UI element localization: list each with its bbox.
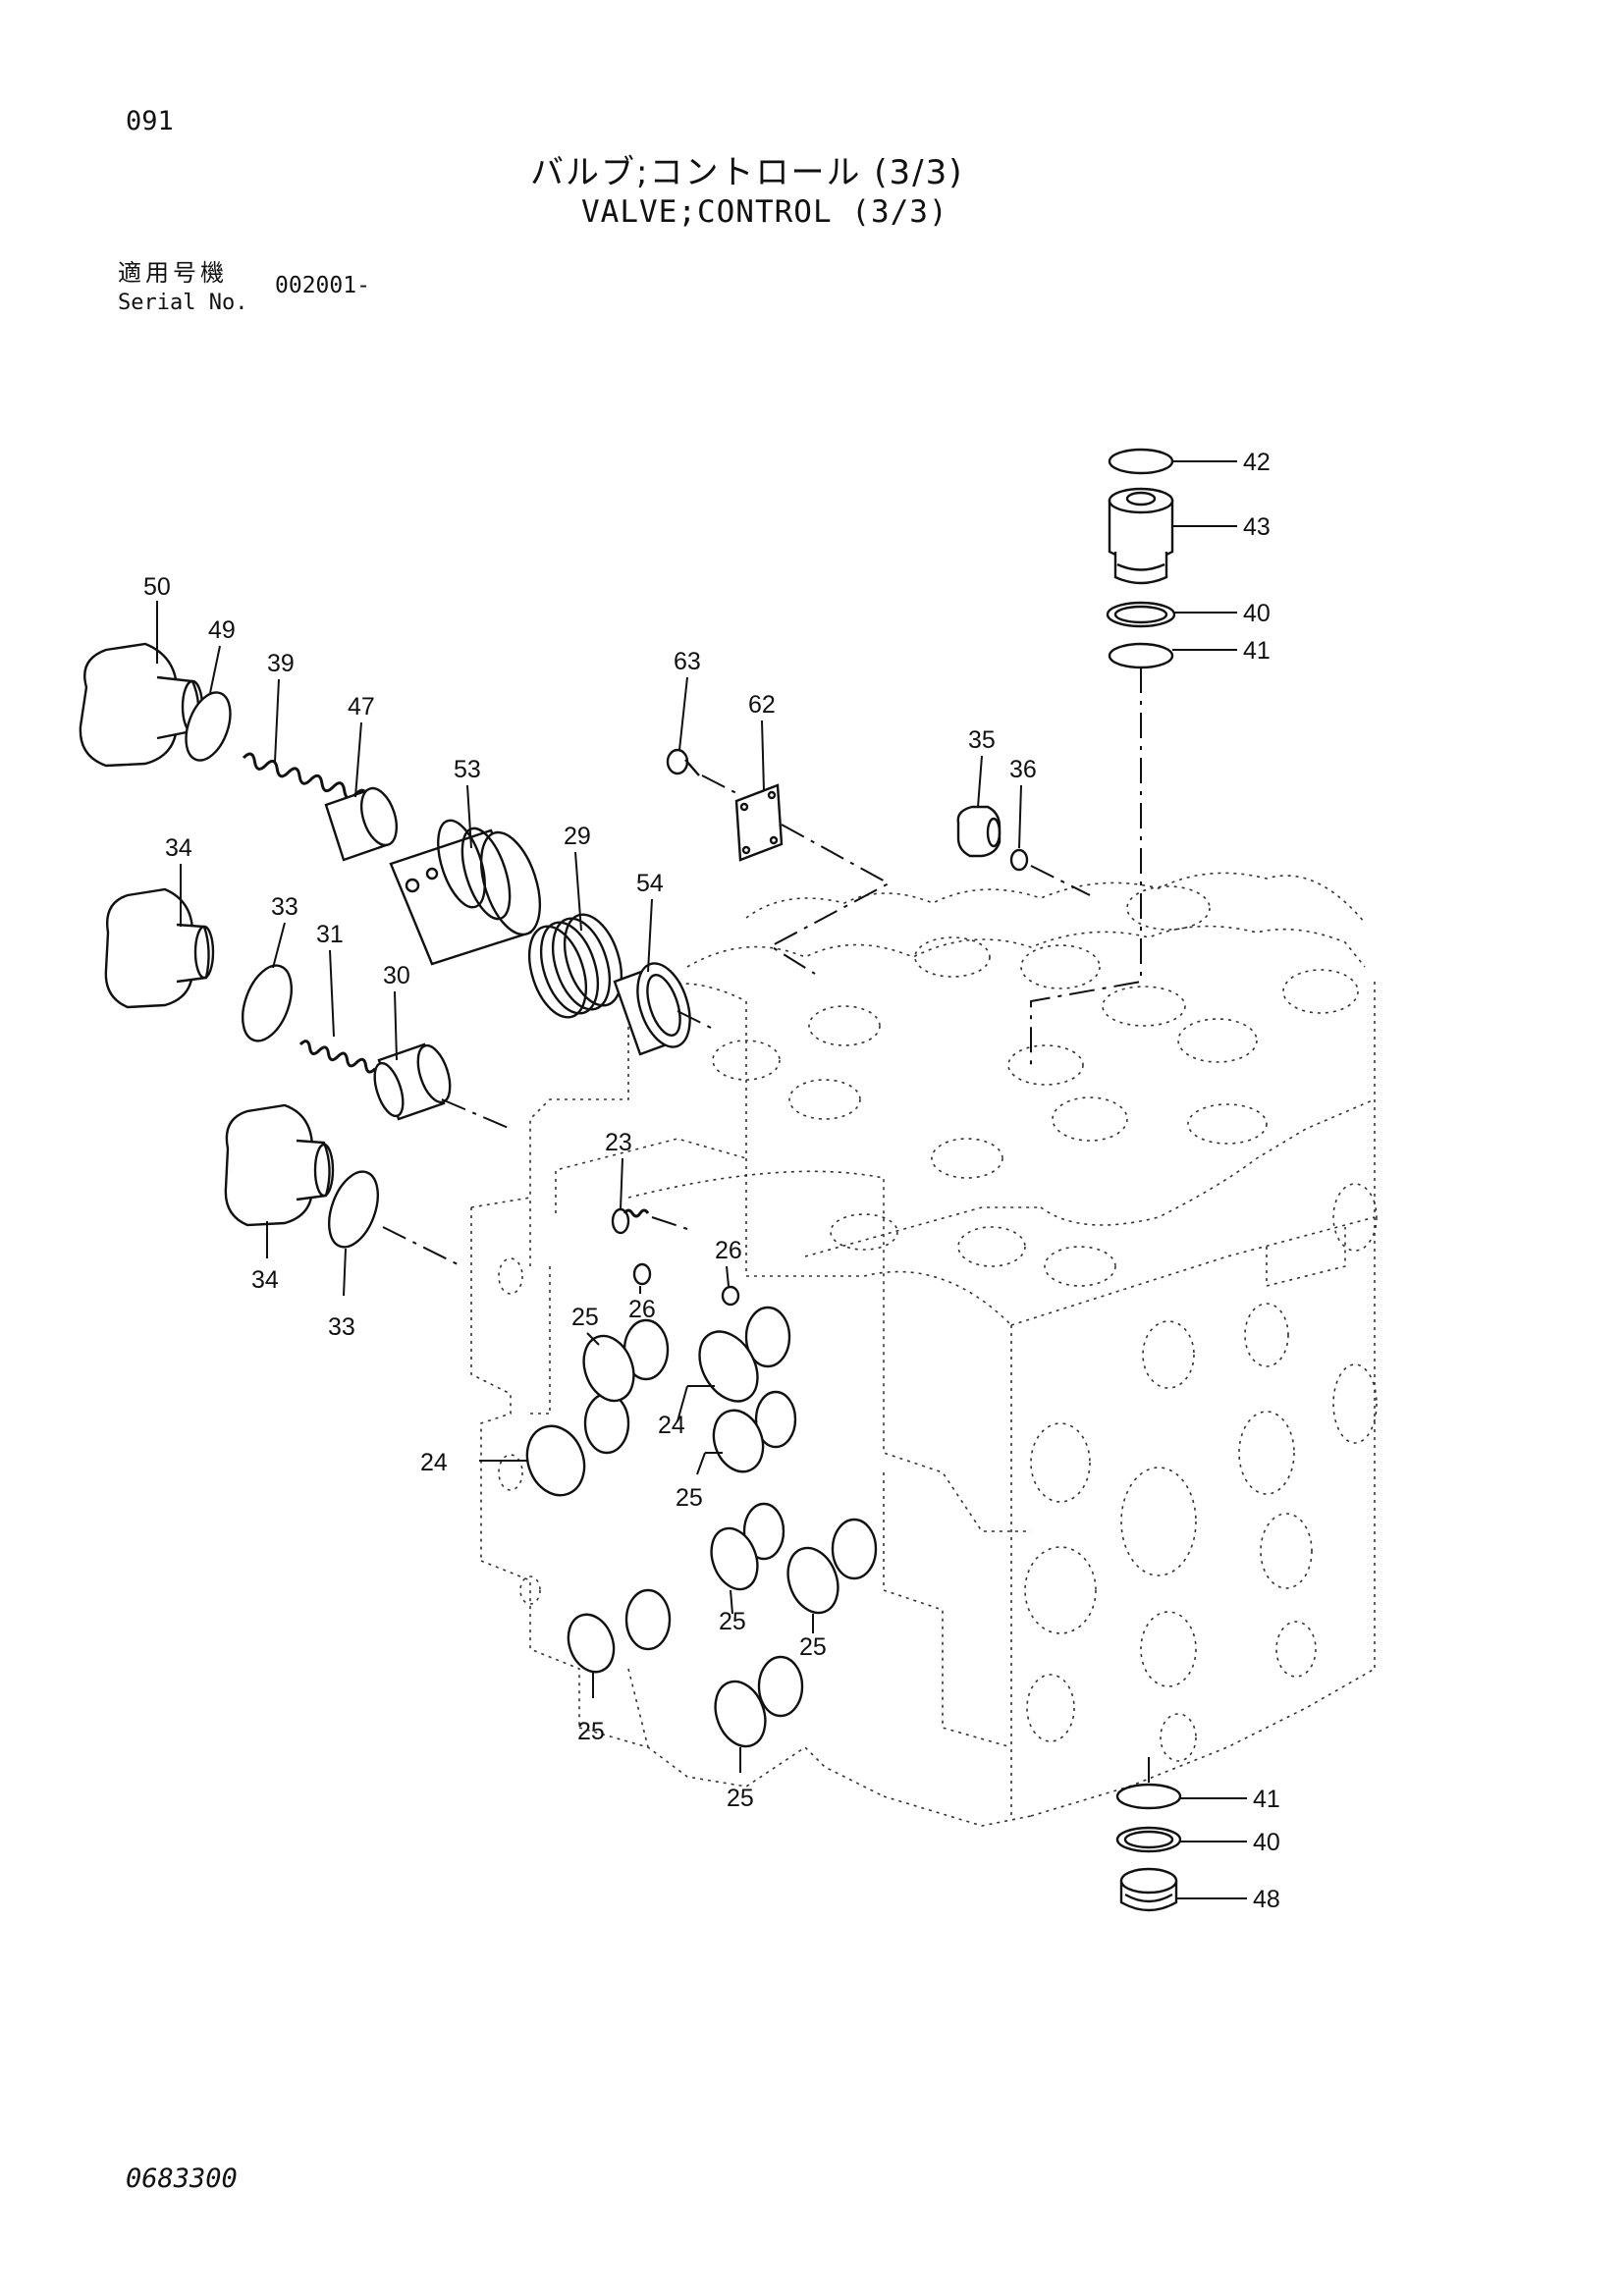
callout-25-d: 25 [799, 1633, 827, 1661]
callout-30: 30 [383, 962, 410, 989]
part-48-plug-bottom [1119, 1867, 1178, 1912]
part-25-o-ring-e [567, 1613, 616, 1674]
serial-label-japanese: 適用号機 [118, 259, 228, 287]
serial-value: 002001- [275, 273, 370, 298]
part-34-plug-lower [224, 1103, 335, 1227]
part-47-stopper [324, 786, 399, 862]
callout-40-bottom: 40 [1253, 1829, 1280, 1856]
part-42-o-ring [1108, 448, 1174, 475]
part-31-spring [298, 1040, 377, 1074]
part-25-o-ring-b [712, 1409, 765, 1473]
part-50-plug [79, 642, 204, 768]
part-40-backup-ring [1106, 601, 1176, 628]
part-26-o-ring-a [632, 1262, 652, 1286]
document-number: 0683300 [126, 2163, 238, 2194]
callout-33-lower: 33 [328, 1313, 355, 1341]
part-34-plug-upper [104, 887, 215, 1009]
callout-41-top: 41 [1243, 637, 1271, 665]
callout-62: 62 [748, 691, 776, 719]
callout-54: 54 [636, 870, 664, 897]
title-english: VALVE;CONTROL (3/3) [581, 194, 948, 230]
callout-48: 48 [1253, 1886, 1280, 1913]
callout-39: 39 [267, 650, 295, 677]
callout-42: 42 [1243, 449, 1271, 476]
valve-body [470, 872, 1376, 1827]
part-25-o-ring-a [582, 1334, 635, 1403]
part-30-plunger [373, 1042, 452, 1121]
callout-41-bottom: 41 [1253, 1786, 1280, 1813]
part-62-plate [734, 783, 784, 862]
callout-34-lower: 34 [251, 1266, 279, 1294]
valve-body-ports [498, 885, 1378, 1762]
part-26-o-ring-b [721, 1285, 740, 1307]
part-40-backup-ring-bottom [1115, 1826, 1182, 1853]
serial-label-english: Serial No. [118, 291, 248, 315]
part-25-o-ring-c [710, 1526, 759, 1591]
callout-35: 35 [968, 726, 996, 754]
callout-43: 43 [1243, 513, 1271, 541]
callout-33-upper: 33 [271, 893, 298, 921]
callout-63: 63 [674, 648, 701, 675]
callout-53: 53 [454, 756, 481, 783]
callout-25-c: 25 [719, 1608, 746, 1635]
callout-34-upper: 34 [165, 834, 192, 862]
part-23-screw [555, 1138, 747, 1235]
page-number: 091 [126, 106, 174, 136]
callout-50: 50 [143, 573, 171, 601]
callout-23: 23 [605, 1129, 632, 1156]
callout-26-b: 26 [628, 1296, 656, 1323]
part-35-plug [956, 805, 1001, 858]
callout-labels: 42 43 40 41 50 49 39 47 53 63 62 35 36 3… [143, 449, 1280, 1913]
assembly-lines [382, 667, 1150, 1783]
part-41-o-ring [1108, 642, 1174, 669]
callout-31: 31 [316, 921, 344, 948]
part-25-o-ring-f [714, 1680, 767, 1748]
callout-24-b: 24 [420, 1449, 448, 1476]
part-33-o-ring-lower [328, 1170, 379, 1249]
callout-25-e: 25 [577, 1718, 605, 1745]
part-25-o-ring-d [786, 1546, 839, 1615]
part-49-o-ring [185, 691, 232, 762]
part-41-o-ring-bottom [1115, 1783, 1182, 1810]
title-japanese: バルブ;コントロール (3/3) [530, 153, 964, 192]
callout-40-top: 40 [1243, 600, 1271, 627]
part-24-o-ring-a [698, 1330, 759, 1403]
part-63-screw [666, 748, 700, 776]
part-36-o-ring [1009, 848, 1029, 872]
callout-49: 49 [208, 616, 236, 644]
leader-lines [156, 460, 1247, 1899]
part-29-seal [527, 913, 623, 1019]
callout-26-a: 26 [715, 1237, 742, 1264]
callout-47: 47 [348, 693, 375, 721]
part-24-o-ring-b [525, 1424, 586, 1497]
callout-24-a: 24 [658, 1412, 685, 1439]
part-33-o-ring-upper [242, 964, 293, 1042]
callout-25-a: 25 [571, 1304, 599, 1331]
callout-25-b: 25 [676, 1484, 703, 1512]
callout-29: 29 [564, 823, 591, 850]
part-53-spool [389, 819, 542, 966]
part-54-collar [613, 962, 691, 1056]
callout-36: 36 [1009, 756, 1037, 783]
callout-25-f: 25 [727, 1785, 754, 1812]
part-43-plug [1108, 487, 1174, 585]
